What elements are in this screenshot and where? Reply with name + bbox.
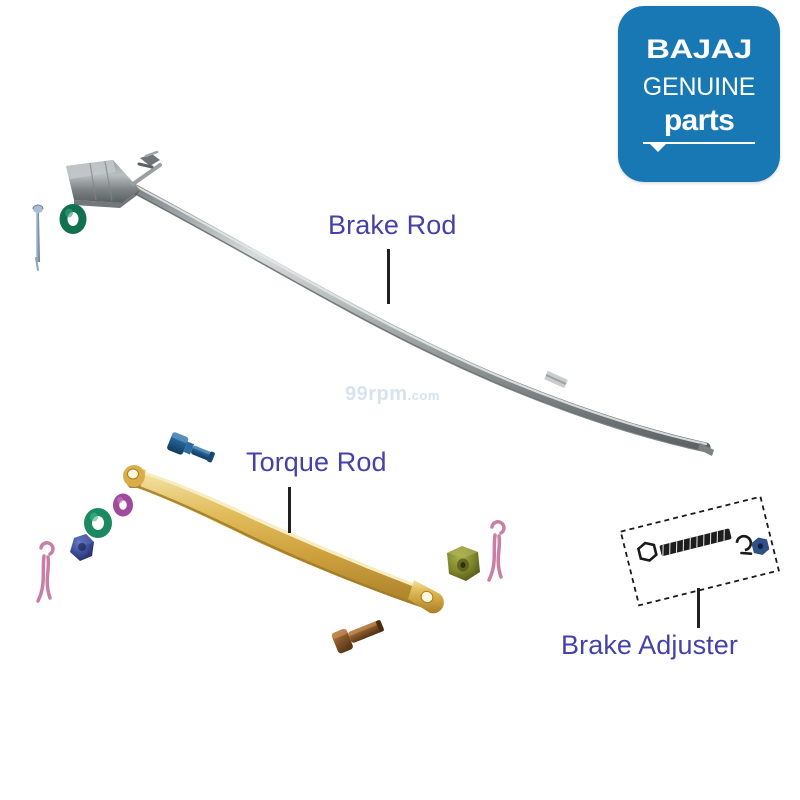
site-watermark: 99rpm.com <box>345 383 440 406</box>
callout-leader-brake-adjuster <box>697 588 700 628</box>
logo-triangle-marker <box>649 143 667 152</box>
callout-leader-torque-rod <box>288 487 291 533</box>
watermark-name: 99rpm <box>345 383 408 405</box>
logo-brand-name: BAJAJ <box>646 33 752 64</box>
logo-genuine-text: GENUINE <box>642 73 756 101</box>
callout-label-brake-rod: Brake Rod <box>328 210 457 240</box>
bajaj-genuine-parts-logo: BAJAJ GENUINE parts <box>618 6 780 182</box>
logo-parts-text: parts <box>663 104 735 137</box>
callout-label-brake-adjuster: Brake Adjuster <box>561 630 738 660</box>
logo-underline <box>643 142 755 152</box>
callout-label-torque-rod: Torque Rod <box>246 447 387 477</box>
callout-leader-brake-rod <box>387 249 390 304</box>
watermark-tld: .com <box>407 388 440 403</box>
